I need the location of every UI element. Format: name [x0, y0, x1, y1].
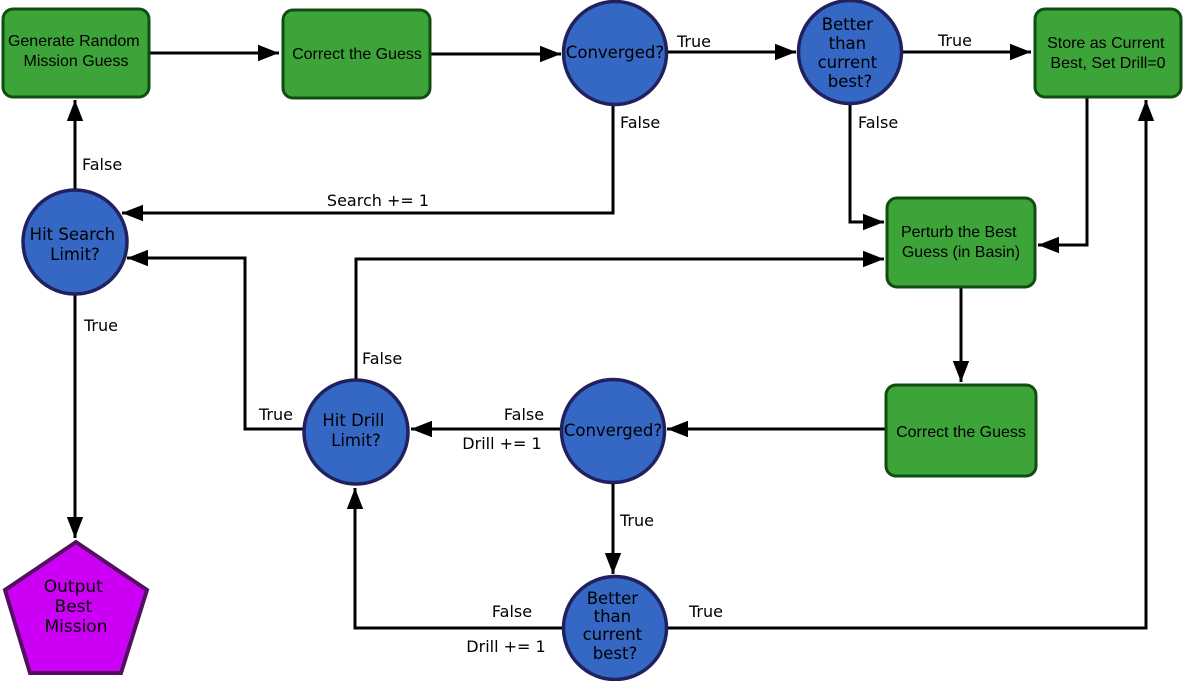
- edge-label-hit-drill-false: False: [362, 349, 402, 368]
- hit-drill-circle: [302, 378, 410, 486]
- edge-label-better-top-true: True: [937, 31, 972, 50]
- node-correct-guess-top: Correct the Guess: [281, 8, 432, 100]
- edge-hit-drill-true-to-hit-search: [127, 249, 303, 431]
- better-top-circle: [796, 0, 904, 106]
- node-hit-search-limit: Hit Search Limit?: [21, 188, 129, 296]
- edge-label-drill-increment-top: Drill += 1: [462, 434, 541, 453]
- node-hit-drill-limit: Hit Drill Limit?: [302, 378, 410, 486]
- correct-guess-top-label: Correct the Guess: [292, 46, 422, 63]
- correct-guess-bottom-label: Correct the Guess: [896, 424, 1026, 441]
- better-bottom-circle: [561, 574, 669, 681]
- edge-label-converged-bottom-false: False: [504, 405, 544, 424]
- converged-top-label: Converged?: [566, 43, 664, 62]
- edge-label-better-bottom-false: False: [492, 602, 532, 621]
- edge-label-converged-top-false: False: [620, 113, 660, 132]
- edge-converged-top-false-to-hit-search: [122, 105, 615, 222]
- converged-bottom-label: Converged?: [564, 421, 662, 440]
- edge-label-drill-increment-bottom: Drill += 1: [466, 637, 545, 656]
- node-converged-bottom: Converged?: [559, 377, 667, 485]
- edge-better-bottom-false-to-hit-drill: [346, 488, 563, 630]
- edge-label-hit-search-false: False: [82, 155, 122, 174]
- edge-store-to-perturb: [1038, 97, 1089, 254]
- better-top-label: Better than current best?: [818, 15, 883, 91]
- generate-random-box: [1, 7, 151, 99]
- hit-drill-label: Hit Drill Limit?: [322, 411, 389, 450]
- edge-label-converged-bottom-true: True: [619, 511, 654, 530]
- edge-better-bottom-true-to-store: [667, 100, 1155, 630]
- edge-label-search-increment: Search += 1: [327, 191, 429, 210]
- perturb-label: Perturb the Best Guess (in Basin): [901, 224, 1021, 261]
- edge-label-hit-drill-true: True: [258, 405, 293, 424]
- converged-top-circle: [561, 0, 669, 107]
- edge-label-hit-search-true: True: [83, 316, 118, 335]
- edge-label-better-bottom-true: True: [688, 602, 723, 621]
- node-store-current-best: Store as Current Best, Set Drill=0: [1033, 7, 1183, 99]
- store-best-label: Store as Current Best, Set Drill=0: [1047, 35, 1169, 72]
- output-label: Output Best Mission: [44, 577, 108, 637]
- node-output-best-mission: Output Best Mission: [2, 539, 150, 675]
- node-better-than-current-best-top: Better than current best?: [796, 0, 904, 106]
- hit-search-circle: [21, 188, 129, 296]
- node-generate-random-guess: Generate Random Mission Guess: [1, 7, 151, 99]
- node-better-than-current-best-bottom: Better than current best?: [561, 574, 669, 681]
- hit-search-label: Hit Search Limit?: [30, 225, 121, 264]
- better-bottom-label: Better than current best?: [583, 589, 648, 663]
- perturb-box: [885, 196, 1037, 289]
- output-pentagon: [2, 539, 150, 675]
- edge-better-top-false-to-perturb: [848, 104, 884, 231]
- correct-guess-bottom-box: [884, 383, 1038, 478]
- edge-hit-drill-false-to-perturb: [354, 250, 884, 379]
- node-correct-guess-bottom: Correct the Guess: [884, 383, 1038, 478]
- correct-guess-top-box: [281, 8, 432, 100]
- converged-bottom-circle: [559, 377, 667, 485]
- store-best-box: [1033, 7, 1183, 99]
- edge-label-converged-top-true: True: [676, 32, 711, 51]
- generate-random-label: Generate Random Mission Guess: [8, 33, 144, 70]
- node-perturb-best-guess: Perturb the Best Guess (in Basin): [885, 196, 1037, 289]
- edge-label-better-top-false: False: [858, 113, 898, 132]
- node-converged-top: Converged?: [561, 0, 669, 107]
